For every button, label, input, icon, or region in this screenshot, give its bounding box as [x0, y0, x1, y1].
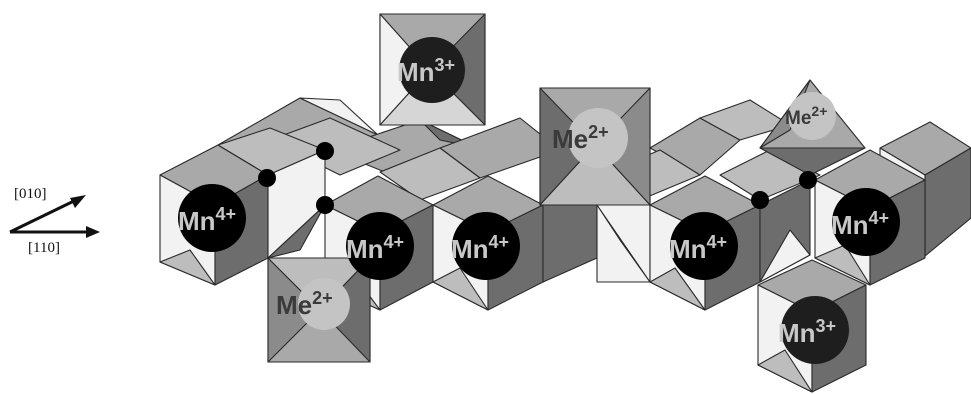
oxygen-markers: [258, 142, 817, 214]
ion-mn4-1: Mn4+: [178, 184, 246, 252]
oxygen-dot: [316, 196, 334, 214]
ion-charge: 4+: [869, 208, 890, 228]
ion-symbol: Mn: [778, 318, 816, 348]
svg-text:Mn4+: Mn4+: [669, 232, 727, 264]
svg-text:Mn4+: Mn4+: [178, 204, 236, 236]
direction-110-label: [110]: [28, 240, 60, 256]
oxygen-dot: [258, 169, 276, 187]
edge-sharing-chain-right: [759, 179, 811, 283]
ion-charge: 2+: [588, 122, 609, 142]
ion-charge: 4+: [707, 232, 728, 252]
ion-me2-tetra: Me2+: [785, 92, 836, 140]
ion-symbol: Mn: [178, 206, 216, 236]
svg-text:Me2+: Me2+: [785, 103, 827, 129]
ion-charge: 3+: [816, 316, 837, 336]
ion-charge: 4+: [384, 232, 405, 252]
ion-charge: 3+: [435, 55, 456, 75]
ion-symbol: Mn: [346, 234, 384, 264]
ion-charge: 2+: [811, 103, 827, 119]
ion-mn4-3: Mn4+: [451, 212, 520, 280]
svg-text:Me2+: Me2+: [276, 288, 333, 320]
ion-symbol: Me: [552, 124, 588, 154]
direction-indicator: [010] [110]: [9, 186, 100, 256]
oxygen-dot: [751, 191, 769, 209]
ion-me2-center: Me2+: [552, 108, 628, 168]
direction-010-label: [010]: [14, 186, 47, 202]
ion-symbol: Me: [785, 108, 811, 129]
svg-text:Mn3+: Mn3+: [397, 55, 455, 87]
ion-mn4-2: Mn4+: [346, 212, 414, 280]
ion-symbol: Me: [276, 290, 312, 320]
oxygen-dot: [316, 142, 334, 160]
svg-text:Mn4+: Mn4+: [346, 232, 404, 264]
svg-text:Me2+: Me2+: [552, 122, 609, 154]
ion-mn4-5: Mn4+: [831, 188, 900, 256]
ion-mn4-4: Mn4+: [669, 212, 738, 280]
ion-charge: 4+: [489, 232, 510, 252]
ion-symbol: Mn: [669, 234, 707, 264]
ion-mn3-low: Mn3+: [778, 296, 849, 364]
ion-charge: 4+: [216, 204, 237, 224]
ion-mn3-top: Mn3+: [397, 37, 465, 103]
svg-text:Mn4+: Mn4+: [451, 232, 509, 264]
ion-symbol: Mn: [451, 234, 489, 264]
ion-me2-low: Me2+: [276, 278, 350, 330]
svg-text:Mn3+: Mn3+: [778, 316, 836, 348]
svg-text:Mn4+: Mn4+: [831, 208, 889, 240]
ion-charge: 2+: [312, 288, 333, 308]
ion-symbol: Mn: [397, 57, 435, 87]
ion-symbol: Mn: [831, 210, 869, 240]
oxygen-dot: [799, 171, 817, 189]
